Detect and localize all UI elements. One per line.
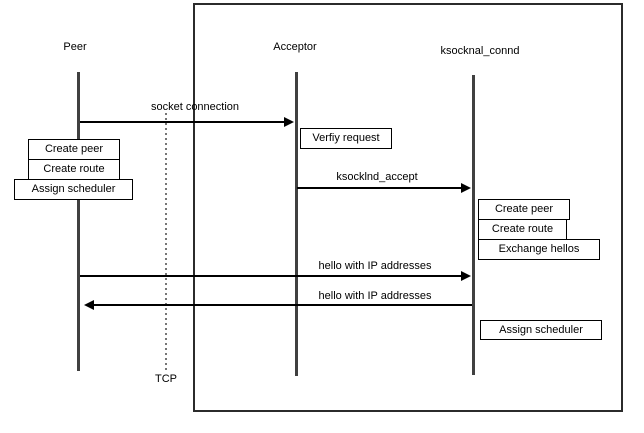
action-box-peer-create-route: Create route bbox=[28, 159, 120, 180]
actor-label-acceptor: Acceptor bbox=[273, 41, 317, 53]
message-label-hello-request: hello with IP addresses bbox=[318, 260, 432, 272]
message-label-socket-connection: socket connection bbox=[150, 101, 240, 113]
lifeline-acceptor bbox=[295, 72, 298, 376]
action-box-peer-create-peer: Create peer bbox=[28, 139, 120, 160]
actor-label-peer: Peer bbox=[63, 41, 87, 53]
action-box-connd-create-route: Create route bbox=[478, 219, 567, 240]
lifeline-ksocknal-connd bbox=[472, 75, 475, 375]
message-arrow-ksocklnd-accept bbox=[297, 187, 463, 189]
action-box-connd-assign-scheduler: Assign scheduler bbox=[480, 320, 602, 340]
arrowhead-left-icon bbox=[84, 300, 94, 310]
tcp-boundary-dotted-line bbox=[165, 113, 167, 372]
message-label-hello-reply: hello with IP addresses bbox=[318, 290, 432, 302]
arrowhead-right-icon bbox=[461, 271, 471, 281]
message-arrow-hello-request bbox=[80, 275, 463, 277]
action-box-connd-create-peer: Create peer bbox=[478, 199, 570, 220]
message-arrow-socket-connection bbox=[80, 121, 286, 123]
action-box-peer-assign-scheduler: Assign scheduler bbox=[14, 179, 133, 200]
action-box-connd-exchange-hellos: Exchange hellos bbox=[478, 239, 600, 260]
arrowhead-right-icon bbox=[284, 117, 294, 127]
lifeline-peer bbox=[77, 72, 80, 371]
action-box-acceptor-verfiy-request: Verfiy request bbox=[300, 128, 392, 149]
message-label-ksocklnd-accept: ksocklnd_accept bbox=[336, 171, 418, 183]
system-boundary-frame bbox=[193, 3, 623, 412]
message-arrow-hello-reply bbox=[93, 304, 472, 306]
arrowhead-right-icon bbox=[461, 183, 471, 193]
tcp-label: TCP bbox=[155, 373, 177, 385]
actor-label-ksocknal-connd: ksocknal_connd bbox=[440, 45, 520, 57]
